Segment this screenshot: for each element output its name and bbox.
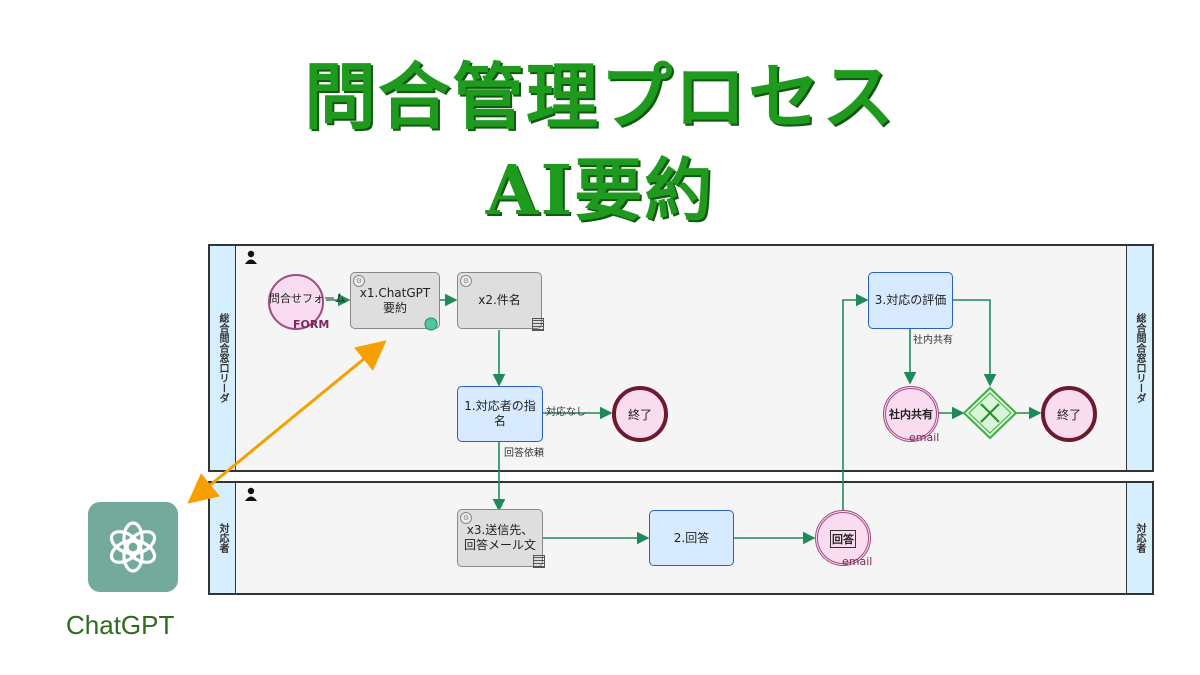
start-event-badge: FORM [293, 318, 330, 331]
lane-label-text: 総合問合窓口リーダ [1134, 313, 1145, 403]
exclusive-gateway [962, 386, 1018, 440]
chatgpt-link-arrow [187, 340, 387, 504]
task-label: 2.回答 [673, 530, 710, 545]
flow-t3-gateway [953, 299, 997, 387]
task-label: x1.ChatGPT要約 [359, 285, 431, 315]
share-event-label: 社内共有 [889, 408, 933, 421]
table-icon [533, 555, 545, 568]
flow-reply-t3 [842, 293, 869, 512]
table-icon [532, 318, 544, 331]
chatgpt-label: ChatGPT [66, 610, 175, 640]
lane-label-right: 対応者 [1126, 483, 1152, 593]
openai-mini-icon [424, 317, 438, 331]
task-2-reply[interactable]: 2.回答 [649, 510, 734, 566]
gear-icon: ⚙ [460, 275, 472, 287]
person-icon [245, 250, 257, 264]
task-label: 3.対応の評価 [874, 293, 947, 307]
start-event-label: 問合せフォーム [269, 292, 346, 305]
flow-label-reply-request: 回答依頼 [504, 448, 544, 459]
task-x1-chatgpt-summary[interactable]: x1.ChatGPT要約 [350, 272, 440, 329]
openai-logo-icon[interactable] [88, 502, 178, 592]
end-label: 終了 [1056, 407, 1081, 422]
task-label: 1.対応者の指名 [464, 399, 536, 428]
intermediate-event-reply[interactable] [815, 510, 871, 566]
task-label: x3.送信先、回答メール文 [463, 523, 536, 552]
flow-label-internal-share: 社内共有 [913, 335, 953, 346]
flow-label-no-action: 対応なし [546, 407, 586, 418]
task-label: x2.件名 [478, 293, 521, 307]
end-label: 終了 [627, 407, 652, 422]
task-3-evaluate[interactable]: 3.対応の評価 [868, 272, 953, 329]
page-title-line2: AI要約 [485, 151, 715, 231]
task-1-assign-responder[interactable]: 1.対応者の指名 [457, 386, 543, 442]
openai-knot-icon [109, 521, 157, 573]
page-title-line1: 問合管理プロセス [303, 54, 896, 139]
gear-icon: ⚙ [460, 512, 472, 524]
lane-label-text: 対応者 [1134, 523, 1145, 553]
lane-label-text: 対応者 [217, 523, 228, 553]
lane-label-right: 総合問合窓口リーダ [1126, 246, 1152, 470]
reply-event-badge: email [842, 555, 873, 568]
end-event-2[interactable]: 終了 [1041, 386, 1097, 442]
start-event-form[interactable] [268, 274, 324, 330]
intermediate-event-internal-share[interactable] [883, 386, 939, 442]
end-event-1[interactable]: 終了 [612, 386, 668, 442]
reply-event-label: 回答 [830, 530, 856, 548]
gear-icon: ⚙ [353, 275, 365, 287]
share-event-badge: email [909, 431, 940, 444]
